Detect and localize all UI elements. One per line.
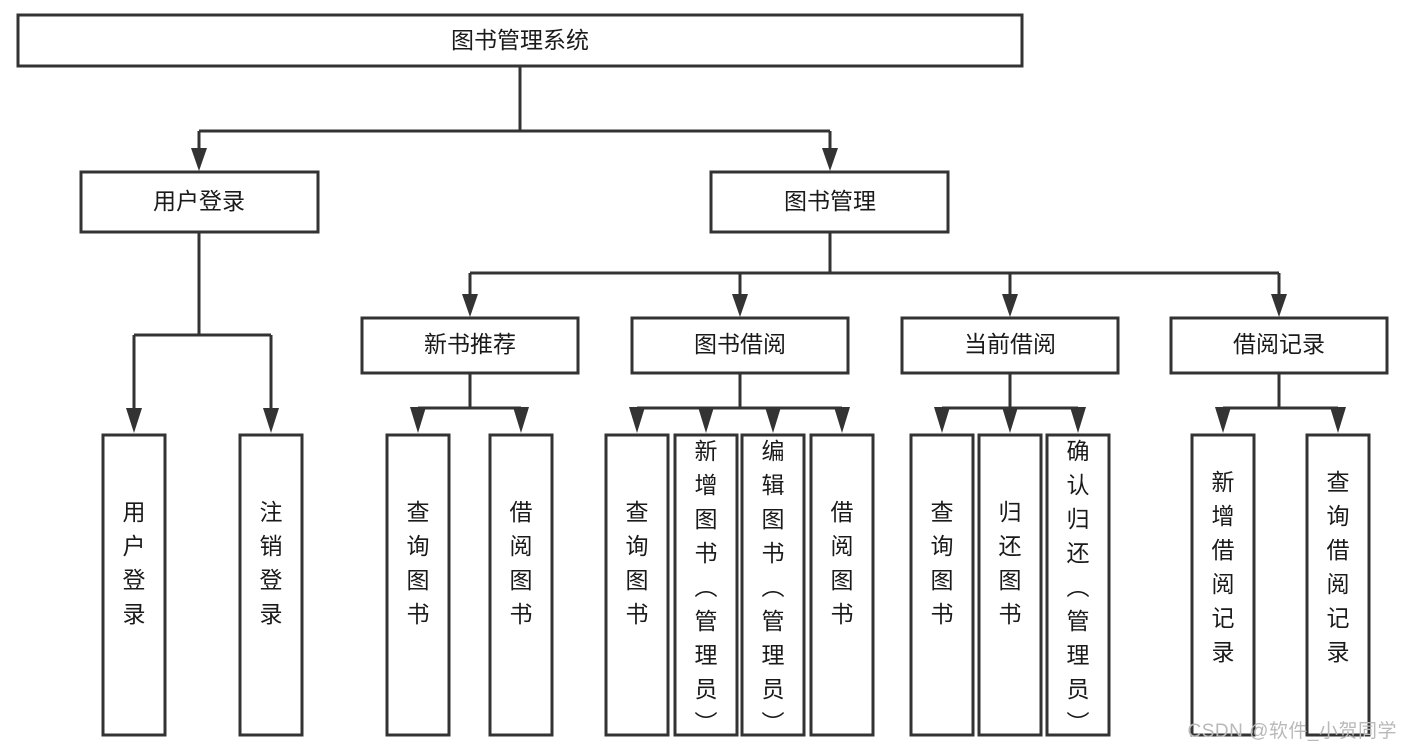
node-borrow-record[interactable]: 借阅记录: [1169, 316, 1389, 375]
watermark: CSDN @软件_小贺同学: [1187, 721, 1397, 742]
arrow-head-leaf-borrow-book-2: [834, 407, 850, 433]
node-leaf-confirm-return-box[interactable]: [1045, 433, 1111, 737]
node-leaf-query-book-1[interactable]: 查询图书: [385, 433, 451, 737]
node-leaf-user-login-label: 用户登录: [123, 499, 146, 627]
node-leaf-borrow-book-1-label: 借阅图书: [510, 499, 533, 627]
node-leaf-query-book-2[interactable]: 查询图书: [604, 433, 670, 737]
connector-group-book-manage: [462, 232, 1287, 317]
node-current-borrow[interactable]: 当前借阅: [900, 316, 1120, 375]
arrow-head-new-book-rec: [462, 294, 478, 317]
node-leaf-query-book-2-box[interactable]: [604, 433, 670, 737]
node-new-book-rec-label: 新书推荐: [424, 331, 516, 357]
arrow-head-leaf-edit-book: [765, 407, 781, 433]
arrow-head-book-borrow: [732, 294, 748, 317]
node-book-borrow-box[interactable]: [630, 316, 850, 375]
arrow-head-leaf-query-record: [1330, 407, 1346, 433]
arrow-head-user-login: [191, 148, 207, 171]
node-new-book-rec[interactable]: 新书推荐: [360, 316, 580, 375]
arrow-head-leaf-query-book-2: [629, 407, 645, 433]
connector-group-root: [191, 66, 838, 171]
arrow-head-leaf-add-record: [1215, 407, 1231, 433]
node-leaf-add-record-label: 新增借阅记录: [1212, 469, 1235, 665]
node-leaf-edit-book-box[interactable]: [740, 433, 806, 737]
node-leaf-borrow-book-1[interactable]: 借阅图书: [488, 433, 554, 737]
arrow-head-leaf-borrow-book-1: [513, 407, 529, 433]
node-leaf-confirm-return[interactable]: 确认归还︵管理员︶: [1045, 433, 1111, 737]
node-leaf-add-book-label: 新增图书︵管理员︶: [695, 438, 718, 736]
node-leaf-edit-book-label: 编辑图书︵管理员︶: [762, 438, 785, 736]
node-leaf-add-record-box[interactable]: [1190, 433, 1256, 737]
arrow-head-book-manage: [822, 148, 838, 171]
node-leaf-borrow-book-2[interactable]: 借阅图书: [809, 433, 875, 737]
node-book-borrow[interactable]: 图书借阅: [630, 316, 850, 375]
node-book-borrow-label: 图书借阅: [694, 331, 786, 357]
node-user-login-box[interactable]: [79, 170, 320, 234]
connector-group-borrow-record: [1215, 373, 1346, 433]
arrow-head-leaf-logout: [263, 408, 279, 433]
node-leaf-query-book-3[interactable]: 查询图书: [909, 433, 975, 737]
node-leaf-query-book-3-label: 查询图书: [931, 499, 954, 627]
node-book-manage-box[interactable]: [709, 170, 950, 234]
node-leaf-query-record[interactable]: 查询借阅记录: [1305, 433, 1371, 737]
node-current-borrow-label: 当前借阅: [964, 331, 1056, 357]
arrow-head-leaf-return-book: [1002, 407, 1018, 433]
node-leaf-logout-label: 注销登录: [260, 499, 283, 627]
node-borrow-record-label: 借阅记录: [1233, 331, 1325, 357]
node-leaf-user-login-box[interactable]: [101, 433, 167, 737]
arrow-head-current-borrow: [1002, 294, 1018, 317]
node-root[interactable]: 图书管理系统: [16, 13, 1024, 68]
node-leaf-borrow-book-2-label: 借阅图书: [831, 499, 854, 627]
arrow-head-leaf-query-book-1: [410, 407, 426, 433]
node-leaf-query-record-box[interactable]: [1305, 433, 1371, 737]
node-root-label: 图书管理系统: [451, 27, 589, 53]
node-leaf-query-book-3-box[interactable]: [909, 433, 975, 737]
node-leaf-confirm-return-label: 确认归还︵管理员︶: [1067, 438, 1090, 736]
connector-group-book-borrow: [629, 373, 850, 433]
node-leaf-query-book-1-label: 查询图书: [407, 499, 430, 627]
connector-group-current-borrow: [934, 373, 1086, 433]
node-leaf-logout-box[interactable]: [238, 433, 304, 737]
node-user-login[interactable]: 用户登录: [79, 170, 320, 234]
node-current-borrow-box[interactable]: [900, 316, 1120, 375]
node-leaf-add-book[interactable]: 新增图书︵管理员︶: [673, 433, 739, 737]
node-root-box[interactable]: [16, 13, 1024, 68]
connector-group-user-login: [126, 232, 279, 433]
node-leaf-query-book-2-label: 查询图书: [626, 499, 649, 627]
arrow-head-leaf-query-book-3: [934, 407, 950, 433]
node-leaf-logout[interactable]: 注销登录: [238, 433, 304, 737]
node-leaf-borrow-book-1-box[interactable]: [488, 433, 554, 737]
node-leaf-add-book-box[interactable]: [673, 433, 739, 737]
node-book-manage-label: 图书管理: [784, 188, 876, 214]
node-leaf-borrow-book-2-box[interactable]: [809, 433, 875, 737]
arrow-head-leaf-user-login: [126, 408, 142, 433]
node-user-login-label: 用户登录: [153, 188, 245, 214]
node-leaf-user-login[interactable]: 用户登录: [101, 433, 167, 737]
node-book-manage[interactable]: 图书管理: [709, 170, 950, 234]
node-new-book-rec-box[interactable]: [360, 316, 580, 375]
node-leaf-edit-book[interactable]: 编辑图书︵管理员︶: [740, 433, 806, 737]
node-leaf-query-book-1-box[interactable]: [385, 433, 451, 737]
arrow-head-leaf-add-book: [698, 407, 714, 433]
arrow-head-leaf-confirm-return: [1070, 407, 1086, 433]
arrow-head-borrow-record: [1271, 294, 1287, 317]
node-leaf-return-book-box[interactable]: [977, 433, 1043, 737]
node-leaf-query-record-label: 查询借阅记录: [1327, 469, 1350, 665]
node-leaf-return-book-label: 归还图书: [999, 499, 1022, 627]
connector-group-new-book-rec: [410, 373, 529, 433]
node-leaf-add-record[interactable]: 新增借阅记录: [1190, 433, 1256, 737]
node-leaf-return-book[interactable]: 归还图书: [977, 433, 1043, 737]
node-borrow-record-box[interactable]: [1169, 316, 1389, 375]
